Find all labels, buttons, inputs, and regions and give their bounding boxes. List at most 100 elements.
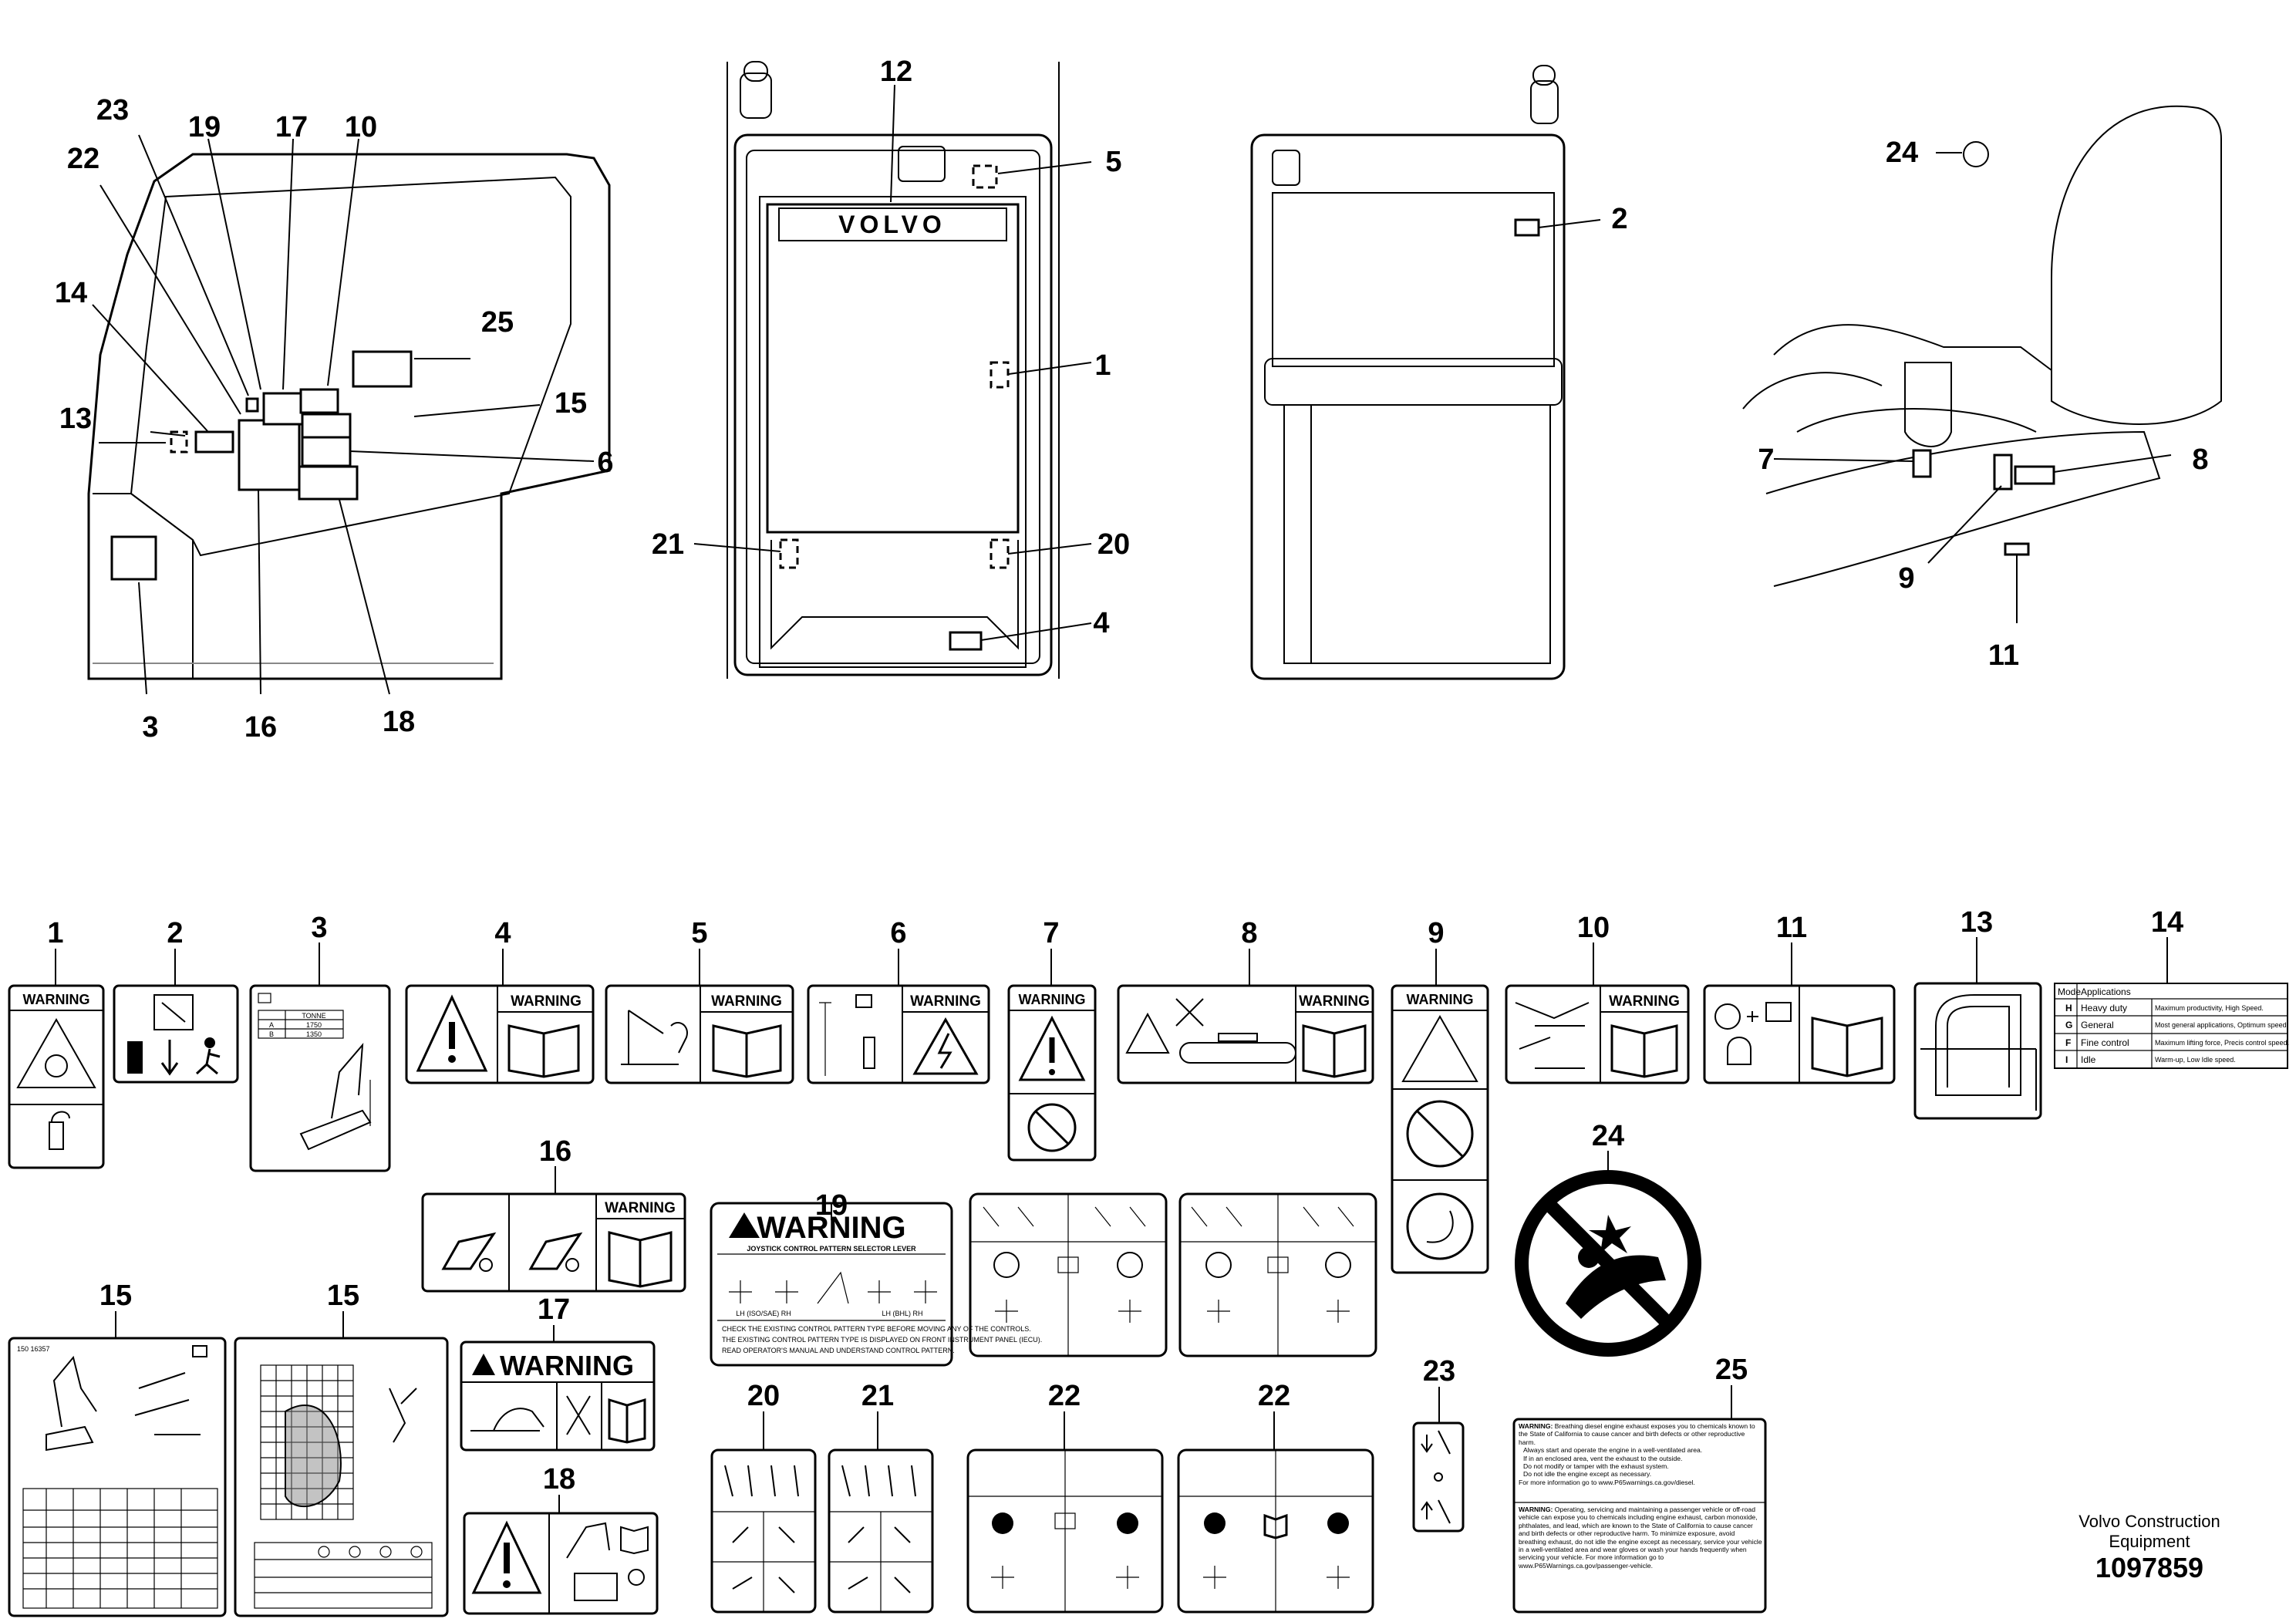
- brand-line-1: Volvo Construction: [2079, 1512, 2220, 1531]
- decal-19-pattern-2: LH (BHL) RH: [882, 1310, 922, 1317]
- decal-17-warning: WARNING: [500, 1350, 634, 1381]
- callout-19: 19: [188, 111, 221, 143]
- callout-17: 17: [275, 111, 308, 143]
- decal-25-bullet-1: Always start and operate the engine in a…: [1523, 1446, 1703, 1455]
- callout-10: 10: [345, 111, 377, 143]
- callout-4: 4: [1093, 607, 1109, 639]
- decal-20: 20: [710, 1380, 817, 1614]
- decal-8-number: 8: [1241, 917, 1257, 949]
- decal-14-number: 14: [2151, 906, 2183, 939]
- decal-5: 5 WARNING: [605, 917, 794, 1084]
- decal-19-pattern-1: LH (ISO/SAE) RH: [736, 1310, 791, 1317]
- callout-24: 24: [1886, 137, 1918, 169]
- decal-6: 6 WARNING: [807, 917, 990, 1084]
- decal-1: 1 WARNING: [8, 917, 105, 1169]
- decal-22-a: [969, 1192, 1168, 1357]
- decal-25-para-2: Operating, servicing and maintaining a p…: [1519, 1506, 1762, 1570]
- decal-14-desc-g: Most general applications, Optimum speed…: [2155, 1021, 2288, 1029]
- decal-2-marker: [1514, 218, 1540, 237]
- decal-25-more-1: For more information go to www.P65warnin…: [1519, 1478, 1695, 1486]
- decal-18-marker: [298, 465, 359, 501]
- decal-22-c: 22: [966, 1380, 1164, 1614]
- decal-6-marker: [301, 413, 352, 439]
- document-number: 1097859: [2095, 1552, 2204, 1583]
- decal-1-number: 1: [47, 917, 63, 949]
- decal-14-desc-f: Maximum lifting force, Precis control sp…: [2155, 1039, 2289, 1047]
- decal-14-mode-f: F: [2065, 1037, 2071, 1048]
- decal-15-b: 15: [234, 1280, 449, 1617]
- decal-6b-marker: [301, 436, 352, 467]
- cab-front-view: VOLVO 12 5 1 20 21 4: [652, 56, 1130, 679]
- decal-10-number: 10: [1577, 912, 1610, 944]
- decal-3-marker: [110, 535, 157, 581]
- decal-11-marker: [2004, 542, 2030, 556]
- decal-17: 17 WARNING: [460, 1293, 656, 1452]
- decal-19-subtitle: JOYSTICK CONTROL PATTERN SELECTOR LEVER: [747, 1245, 916, 1253]
- decal-15a-number: 15: [99, 1280, 132, 1312]
- decal-22d-number: 22: [1258, 1380, 1290, 1412]
- decal-9-number: 9: [1428, 917, 1444, 949]
- decal-23-number: 23: [1423, 1355, 1455, 1388]
- callout-25: 25: [481, 306, 514, 339]
- decal-15a-part-no: 150 16357: [17, 1345, 50, 1353]
- decal-3-number: 3: [311, 912, 327, 944]
- decal-24-number: 24: [1592, 1120, 1624, 1152]
- decal-25: 25: [1512, 1354, 1767, 1614]
- decal-14-desc-h: Maximum productivity, High Speed.: [2155, 1004, 2264, 1012]
- decal-18-number: 18: [543, 1463, 575, 1496]
- decal-19-note-2: THE EXISTING CONTROL PATTERN TYPE IS DIS…: [722, 1336, 1042, 1344]
- decal-9-marker: [1993, 454, 2013, 491]
- decal-14-name-h: Heavy duty: [2081, 1003, 2127, 1013]
- decal-19: 19 WARNING JOYSTICK CONTROL PATTERN SELE…: [710, 1189, 1042, 1367]
- decal-22-b: [1178, 1192, 1377, 1357]
- decal-7: 7 WARNING: [1007, 917, 1097, 1162]
- decal-14-mode-i: I: [2065, 1054, 2068, 1065]
- callout-21: 21: [652, 528, 684, 561]
- decal-25-text: WARNING: Breathing diesel engine exhaust…: [1519, 1422, 1762, 1609]
- callout-15: 15: [555, 387, 587, 420]
- decal-20-number: 20: [747, 1380, 780, 1412]
- decal-7-number: 7: [1043, 917, 1059, 949]
- decal-23: 23: [1412, 1355, 1465, 1533]
- decal-7-marker: [1912, 449, 1932, 478]
- brand-line-2: Equipment: [2109, 1532, 2190, 1551]
- decal-15b-number: 15: [327, 1280, 359, 1312]
- decal-14-marker: [194, 430, 234, 454]
- decal-8-marker: [2014, 465, 2055, 485]
- callout-3: 3: [142, 711, 158, 744]
- decal-20-marker: [990, 538, 1010, 569]
- decal-9: 9 WARNING: [1391, 917, 1489, 1274]
- decal-4-marker: [949, 631, 983, 651]
- decal-24-marker: [1963, 141, 1989, 167]
- decal-16-warning: WARNING: [605, 1200, 676, 1216]
- decal-24: 24: [1515, 1120, 1701, 1357]
- decal-9-warning: WARNING: [1407, 992, 1474, 1007]
- decal-22-d: 22: [1177, 1380, 1374, 1614]
- decal-15-a: 15 150 16357: [8, 1280, 227, 1617]
- decal-3: 3 TONNE A 1750 B 1350: [249, 912, 391, 1172]
- decal-16-number: 16: [539, 1135, 571, 1168]
- decal-25-number: 25: [1715, 1354, 1748, 1386]
- decal-5-marker: [972, 164, 998, 189]
- decal-14-mode-h: H: [2065, 1003, 2072, 1013]
- callout-8: 8: [2192, 443, 2208, 476]
- decal-6-number: 6: [890, 917, 906, 949]
- decal-21-number: 21: [861, 1380, 894, 1412]
- decal-6-warning: WARNING: [910, 993, 981, 1010]
- decal-14-header-mode: Mode: [2058, 986, 2081, 997]
- decal-14: 14 Mode Applications H Heavy duty Maximu…: [2054, 906, 2289, 1069]
- decal-22c-number: 22: [1048, 1380, 1081, 1412]
- decal-5-warning: WARNING: [711, 993, 782, 1010]
- decal-21: 21: [828, 1380, 934, 1614]
- decal-19-note-3: READ OPERATOR'S MANUAL AND UNDERSTAND CO…: [722, 1347, 955, 1354]
- callout-12: 12: [880, 56, 912, 88]
- decal-14-name-i: Idle: [2081, 1054, 2096, 1065]
- decal-18: 18: [463, 1463, 659, 1615]
- callout-5: 5: [1105, 146, 1121, 178]
- decal-3-row-b-value: 1350: [306, 1030, 322, 1038]
- decal-10: 10 WARNING: [1505, 912, 1690, 1084]
- decal-25-title-1: WARNING:: [1519, 1422, 1553, 1430]
- decal-16: 16 WARNING: [421, 1135, 686, 1293]
- decal-16-marker: [238, 419, 301, 491]
